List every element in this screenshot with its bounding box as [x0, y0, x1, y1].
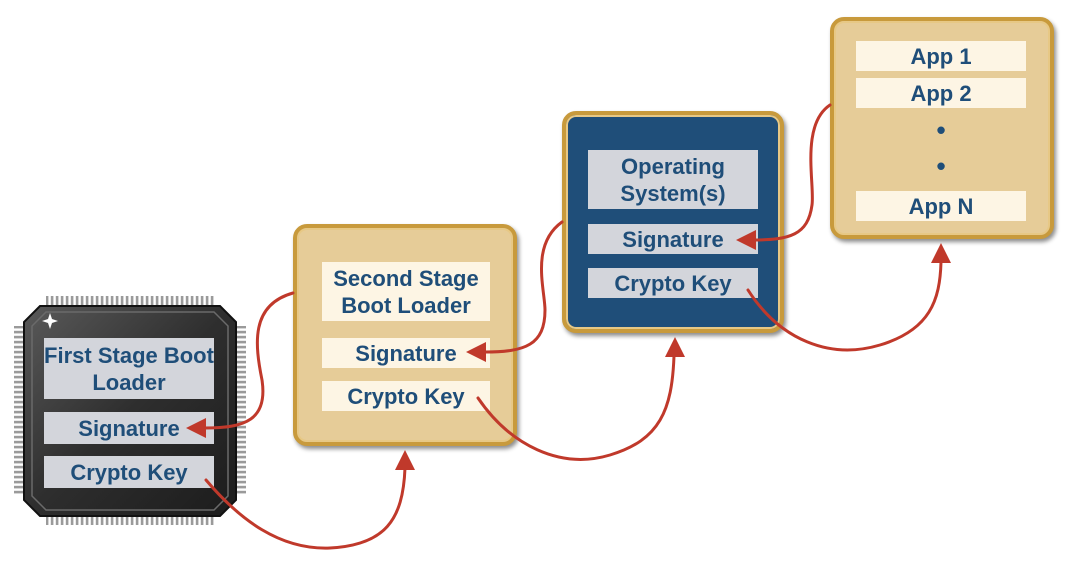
first-stage-crypto-key: Crypto Key	[44, 456, 214, 488]
second-stage-card	[293, 224, 517, 446]
os-card	[562, 111, 784, 333]
os-title: Operating System(s)	[588, 150, 758, 209]
second-stage-crypto-key: Crypto Key	[322, 381, 490, 411]
os-signature: Signature	[588, 224, 758, 254]
ellipsis-dot-2: •	[936, 150, 946, 181]
second-stage-title: Second Stage Boot Loader	[322, 262, 490, 321]
second-stage-signature: Signature	[322, 338, 490, 368]
app-2-label: App 2	[856, 78, 1026, 108]
os-crypto-key: Crypto Key	[588, 268, 758, 298]
first-stage-title: First Stage Boot Loader	[44, 338, 214, 399]
app-1-label: App 1	[856, 41, 1026, 71]
app-n-label: App N	[856, 191, 1026, 221]
ellipsis-dot-1: •	[936, 114, 946, 145]
first-stage-signature: Signature	[44, 412, 214, 444]
